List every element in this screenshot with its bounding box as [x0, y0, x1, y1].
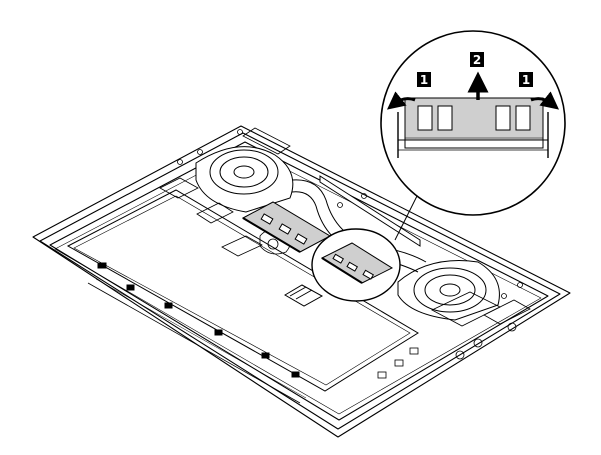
battery [66, 189, 419, 404]
callout-label: 2 [473, 53, 481, 67]
curved-arrow-left-icon [386, 91, 416, 110]
fan-icon [195, 146, 294, 213]
memory-module-icon [320, 242, 394, 284]
memory-module-icon [404, 97, 544, 141]
callout-label: 1 [522, 73, 530, 87]
step-callout-1-right: 1 [519, 72, 533, 87]
fan-icon [397, 260, 500, 321]
step-callout-2: 2 [470, 52, 484, 67]
curved-arrow-right-icon [530, 91, 560, 110]
memory-module-icon [241, 201, 332, 253]
step-callout-1-left: 1 [417, 72, 431, 87]
memory-slot-highlight [311, 228, 401, 302]
callout-label: 1 [420, 73, 428, 87]
